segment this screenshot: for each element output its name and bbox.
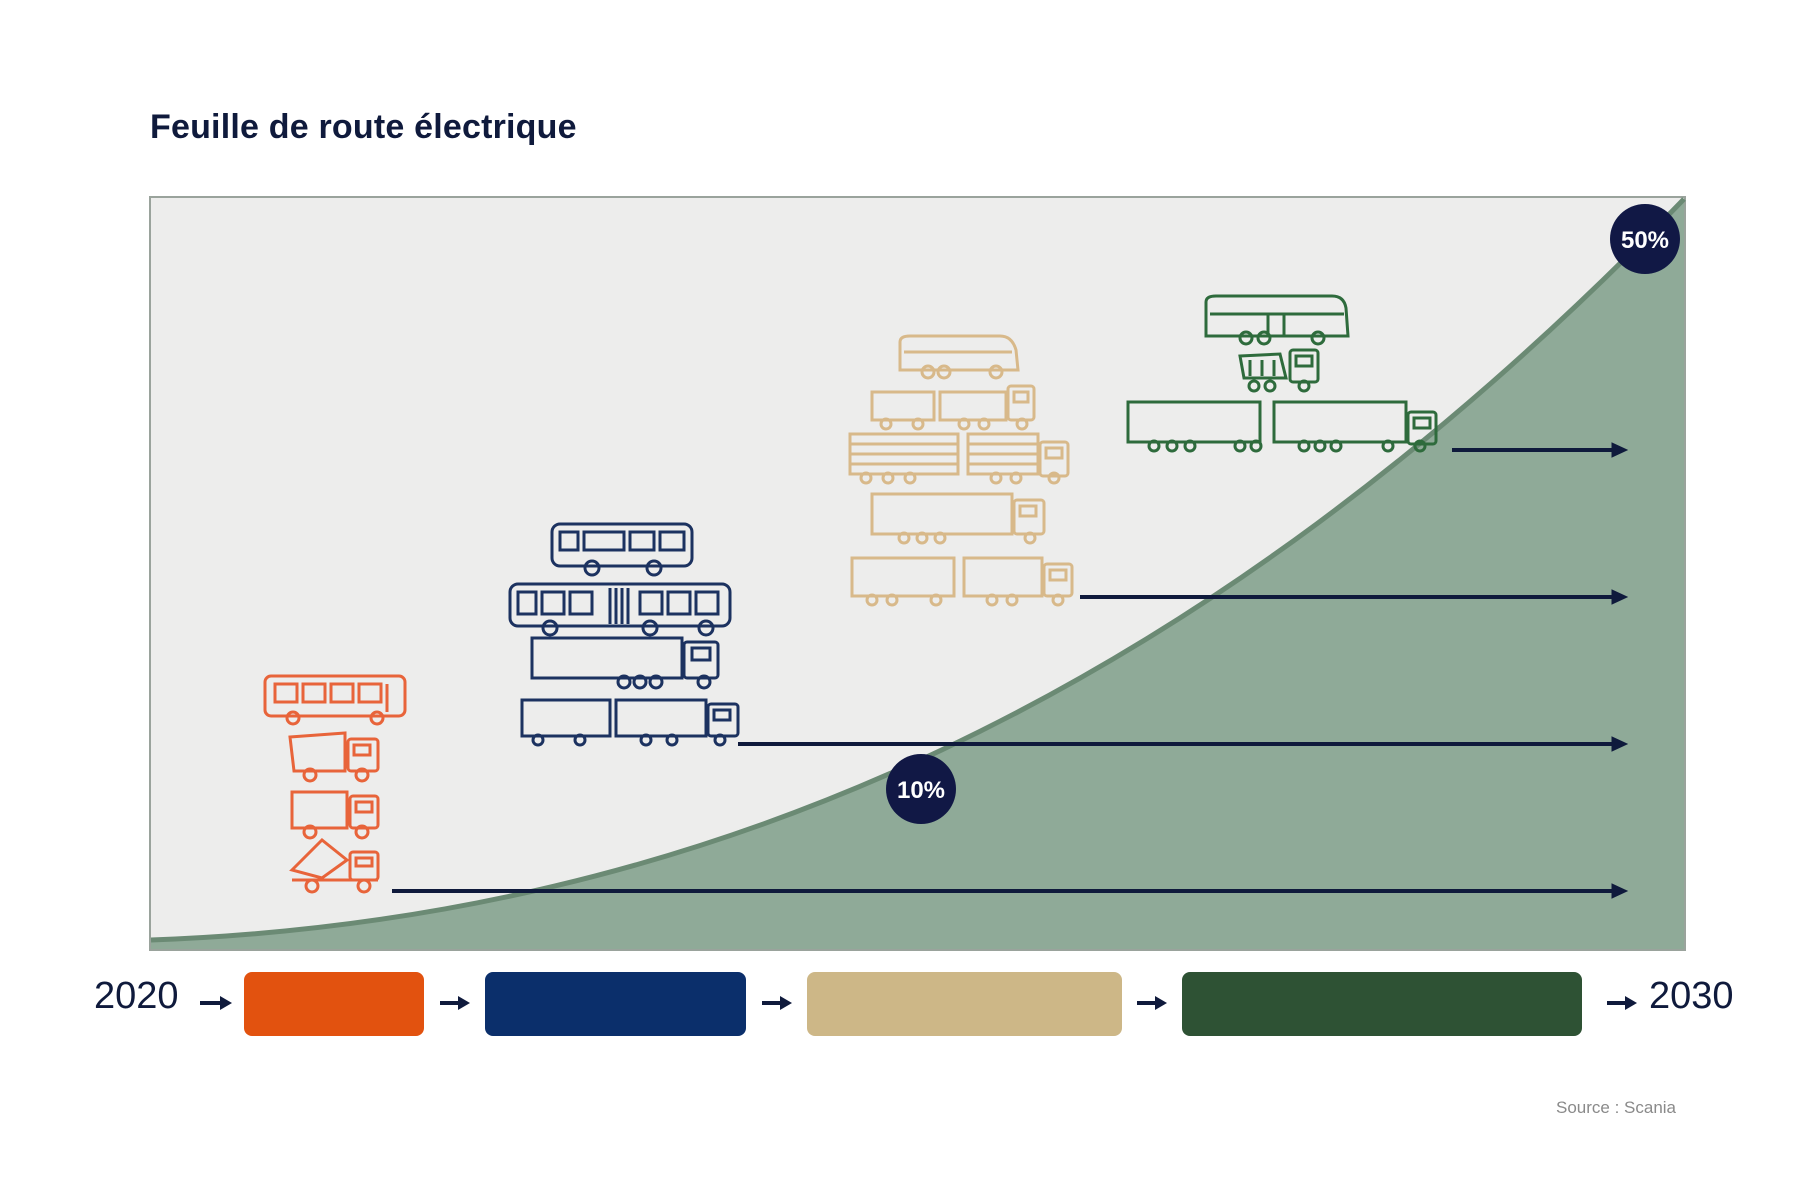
page-title: Feuille de route électrique <box>150 108 577 146</box>
phase-1-box <box>244 972 424 1036</box>
city-bus-icon <box>550 522 694 577</box>
timeline-arrows <box>200 996 1637 1010</box>
truck-trailer-icon <box>870 384 1036 431</box>
milestone-badge-10: 10% <box>886 754 956 824</box>
timeline-arrowhead-3 <box>780 996 792 1010</box>
timeline-arrowhead-2 <box>458 996 470 1010</box>
tipper-truck-icon <box>289 837 380 894</box>
box-truck-icon <box>290 790 380 840</box>
phase-3-arrowhead <box>1611 589 1629 605</box>
articulated-bus-icon <box>508 582 732 637</box>
coach-icon <box>898 334 1020 380</box>
timber-truck-icon <box>848 432 1070 485</box>
refuse-truck-icon <box>288 731 380 783</box>
vehicle-group-3 <box>848 334 1074 607</box>
adoption-curve <box>150 197 1686 943</box>
truck-trailer-icon <box>850 556 1074 607</box>
timeline-arrowhead-5 <box>1625 996 1637 1010</box>
coach-icon <box>1204 294 1350 346</box>
phase-4-box <box>1182 972 1582 1036</box>
timeline-end-label: 2030 <box>1649 975 1734 1017</box>
phase-2-box <box>485 972 746 1036</box>
milestone-label-10: 10% <box>897 777 945 804</box>
phase-arrows <box>392 442 1629 899</box>
semi-trailer-truck-icon <box>530 636 720 690</box>
source-note: Source : Scania <box>1556 1098 1677 1117</box>
vehicle-group-1 <box>263 674 407 894</box>
semi-trailer-truck-icon <box>870 492 1046 545</box>
long-combination-truck-icon <box>1126 400 1438 453</box>
phase-2-arrowhead <box>1611 736 1629 752</box>
vehicle-group-2 <box>508 522 740 747</box>
city-bus-icon <box>263 674 407 726</box>
timeline-start-label: 2020 <box>94 975 179 1017</box>
vehicle-group-4 <box>1126 294 1438 453</box>
phase-1-arrowhead <box>1611 883 1629 899</box>
milestone-badge-50: 50% <box>1610 204 1680 274</box>
milestone-label-50: 50% <box>1621 227 1669 254</box>
truck-trailer-icon <box>520 698 740 747</box>
phase-3-box <box>807 972 1122 1036</box>
adoption-area <box>151 199 1684 949</box>
timeline-arrowhead-4 <box>1155 996 1167 1010</box>
tipper-truck-icon <box>1238 348 1320 393</box>
phase-4-arrowhead <box>1611 442 1629 458</box>
timeline-arrowhead-1 <box>220 996 232 1010</box>
